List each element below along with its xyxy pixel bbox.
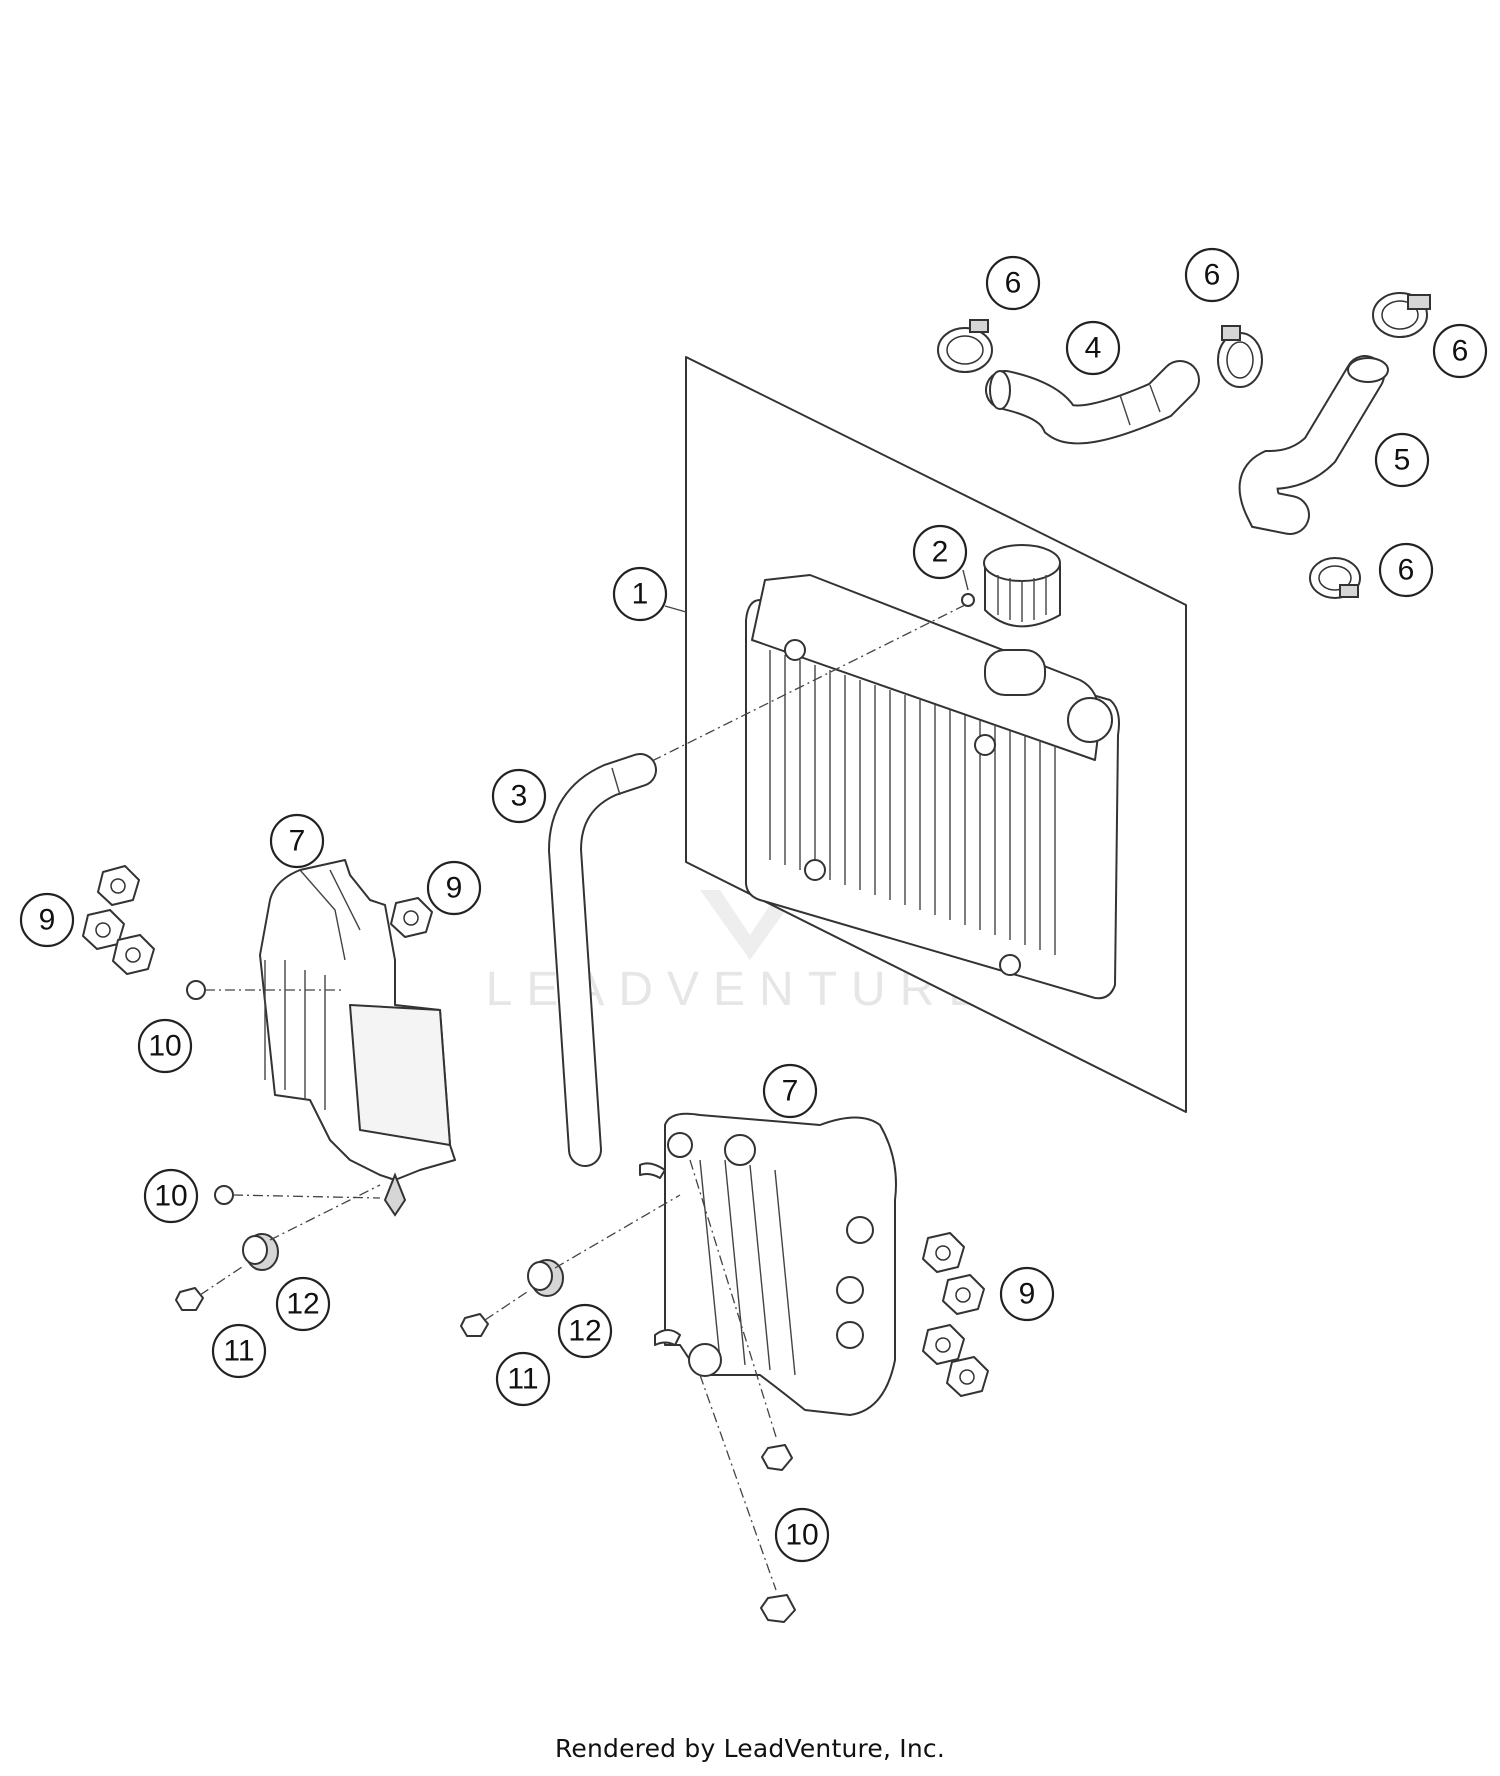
callout-9: 9 bbox=[19, 892, 75, 948]
hose-clamp bbox=[1372, 292, 1431, 338]
overflow-hose bbox=[547, 753, 657, 1167]
callout-11: 11 bbox=[495, 1351, 551, 1407]
hose-clamp bbox=[1309, 557, 1361, 599]
nut bbox=[942, 1274, 985, 1315]
callout-6: 6 bbox=[985, 255, 1041, 311]
nut bbox=[112, 934, 155, 975]
svg-text:1: 1 bbox=[632, 578, 649, 611]
lower-radiator-hose bbox=[1238, 355, 1389, 535]
nut bbox=[97, 865, 140, 906]
upper-radiator-hose bbox=[985, 360, 1200, 445]
callout-10: 10 bbox=[143, 1168, 199, 1224]
radiator-filler-neck bbox=[984, 649, 1046, 696]
callout-1: 1 bbox=[612, 566, 668, 622]
radiator-assembly bbox=[685, 356, 1187, 1113]
callout-11: 11 bbox=[211, 1323, 267, 1379]
nut bbox=[922, 1232, 965, 1273]
grommet bbox=[527, 1194, 681, 1297]
svg-text:6: 6 bbox=[1005, 267, 1022, 300]
svg-text:12: 12 bbox=[286, 1288, 319, 1321]
radiator-side-outlet bbox=[1067, 697, 1113, 743]
svg-text:7: 7 bbox=[289, 825, 306, 858]
screw bbox=[689, 1159, 793, 1471]
hose-clamp bbox=[1217, 325, 1263, 388]
radiator-core-fins bbox=[769, 650, 1056, 955]
svg-text:12: 12 bbox=[568, 1315, 601, 1348]
radiator-cap-top bbox=[983, 544, 1061, 582]
callout-5: 5 bbox=[1374, 432, 1430, 488]
callout-10: 10 bbox=[774, 1507, 830, 1563]
radiator-mount-boss bbox=[974, 734, 996, 756]
svg-text:3: 3 bbox=[511, 780, 528, 813]
callout-6: 6 bbox=[1378, 542, 1434, 598]
svg-text:10: 10 bbox=[154, 1180, 187, 1213]
nut bbox=[82, 909, 125, 950]
leader-line bbox=[639, 604, 966, 768]
svg-text:5: 5 bbox=[1394, 444, 1411, 477]
callout-10: 10 bbox=[137, 1018, 193, 1074]
radiator-mount-boss bbox=[804, 859, 826, 881]
leader-line bbox=[962, 569, 969, 591]
radiator-guard-left bbox=[259, 859, 456, 1217]
callout-6: 6 bbox=[1184, 247, 1240, 303]
svg-text:4: 4 bbox=[1085, 332, 1102, 365]
screw bbox=[214, 1185, 381, 1205]
svg-text:6: 6 bbox=[1398, 554, 1415, 587]
radiator-mount-boss bbox=[784, 639, 806, 661]
svg-text:7: 7 bbox=[782, 1075, 799, 1108]
radiator-guard-right bbox=[639, 1112, 897, 1416]
footer-credit: Rendered by LeadVenture, Inc. bbox=[554, 1734, 946, 1763]
callout-9: 9 bbox=[426, 860, 482, 916]
callout-12: 12 bbox=[275, 1276, 331, 1332]
leader-line bbox=[664, 605, 687, 613]
svg-text:11: 11 bbox=[507, 1363, 538, 1396]
callout-12: 12 bbox=[557, 1303, 613, 1359]
callout-7: 7 bbox=[269, 813, 325, 869]
svg-text:9: 9 bbox=[1019, 1278, 1036, 1311]
svg-text:6: 6 bbox=[1452, 335, 1469, 368]
svg-text:10: 10 bbox=[148, 1030, 181, 1063]
svg-text:9: 9 bbox=[39, 904, 56, 937]
nut bbox=[946, 1356, 989, 1397]
callout-6: 6 bbox=[1432, 323, 1488, 379]
screw bbox=[699, 1374, 796, 1623]
svg-text:2: 2 bbox=[932, 536, 949, 569]
radiator-cap bbox=[961, 544, 1061, 628]
radiator-mount-boss bbox=[999, 954, 1021, 976]
callout-9: 9 bbox=[999, 1266, 1055, 1322]
nut bbox=[922, 1324, 965, 1365]
callout-7: 7 bbox=[762, 1063, 818, 1119]
svg-text:10: 10 bbox=[785, 1519, 818, 1552]
grommet bbox=[242, 1184, 381, 1271]
svg-text:6: 6 bbox=[1204, 259, 1221, 292]
screw bbox=[186, 980, 345, 1000]
svg-text:9: 9 bbox=[446, 872, 463, 905]
callout-3: 3 bbox=[491, 768, 547, 824]
nut bbox=[390, 897, 433, 938]
radiator-cap-seal bbox=[961, 593, 975, 607]
hose-clamp bbox=[937, 319, 993, 373]
washer-screw bbox=[175, 1264, 246, 1311]
washer-screw bbox=[460, 1289, 531, 1337]
callout-4: 4 bbox=[1065, 320, 1121, 376]
svg-text:11: 11 bbox=[223, 1335, 254, 1368]
callout-2: 2 bbox=[912, 524, 968, 580]
